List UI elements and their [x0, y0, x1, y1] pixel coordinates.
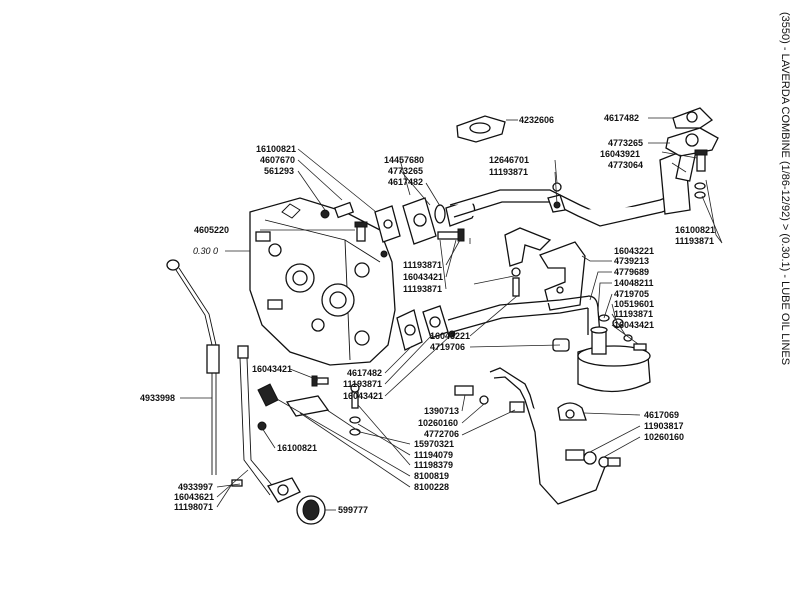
- label-4719705: 4719705: [614, 289, 649, 299]
- label-16100821-top: 16100821: [256, 144, 296, 154]
- label-4773265-right: 4773265: [608, 138, 643, 148]
- label-group-ref: 0.30 0: [193, 246, 218, 256]
- label-4773265-left: 4773265: [388, 166, 423, 176]
- label-10260160-right: 10260160: [644, 432, 684, 442]
- label-8100819: 8100819: [414, 471, 449, 481]
- label-4719706: 4719706: [430, 342, 465, 352]
- label-4607670: 4607670: [260, 155, 295, 165]
- label-15970321: 15970321: [414, 439, 454, 449]
- label-8100228: 8100228: [414, 482, 449, 492]
- clip-4617069: [557, 402, 587, 421]
- label-4739213: 4739213: [614, 256, 649, 266]
- nut-16100821-lower: [257, 421, 267, 431]
- clamp-15970321: [257, 383, 330, 417]
- label-11193871-mid2: 11193871: [403, 284, 442, 294]
- fitting-4605220: [354, 221, 368, 242]
- label-4605220: 4605220: [194, 225, 229, 235]
- label-16043921: 16043921: [600, 149, 640, 159]
- label-16043421-mid1: 16043421: [403, 272, 443, 282]
- flange-4617482-top: [672, 107, 714, 129]
- label-12646701: 12646701: [489, 155, 529, 165]
- part-labels: 4232606 4617482 4773265 16043921 4773064…: [140, 113, 715, 515]
- cover-4232606: [456, 115, 506, 143]
- flange-group-lower: [396, 305, 456, 351]
- leader-lines: [180, 117, 723, 511]
- label-16043221-mid: 16043221: [430, 331, 470, 341]
- bolt-16043421-mid: [311, 375, 329, 387]
- label-1390713: 1390713: [424, 406, 459, 416]
- label-14457680: 14457680: [384, 155, 424, 165]
- lower-oil-pipe-4772706: [454, 367, 607, 505]
- label-16100821-right: 16100821: [675, 225, 715, 235]
- middle-oil-pipe: [447, 295, 601, 336]
- label-4933997: 4933997: [178, 482, 213, 492]
- upper-oil-pipe: [449, 138, 699, 227]
- label-10519601: 10519601: [614, 299, 654, 309]
- label-11198071: 11198071: [174, 502, 213, 512]
- oil-strainer: [577, 326, 651, 393]
- union-fitting-lower: [565, 449, 621, 468]
- label-11194079: 11194079: [414, 450, 453, 460]
- flange-group-upper: [374, 197, 476, 245]
- label-4617482-top: 4617482: [604, 113, 639, 123]
- bolt-washer-stack: [349, 383, 361, 436]
- bolt-16043221: [511, 267, 521, 297]
- filter-599777: [296, 495, 326, 525]
- label-16043621: 16043621: [174, 492, 214, 502]
- label-14048211: 14048211: [614, 278, 654, 288]
- label-599777: 599777: [338, 505, 368, 515]
- gasket-4773265: [665, 127, 719, 157]
- label-16043221-right: 16043221: [614, 246, 654, 256]
- bolt-11193871-left: [437, 228, 465, 242]
- label-4617069: 4617069: [644, 410, 679, 420]
- label-16100821-lower: 16100821: [277, 443, 317, 453]
- label-4772706: 4772706: [424, 429, 459, 439]
- label-16043421-strainer: 16043421: [614, 320, 654, 330]
- label-561293: 561293: [264, 166, 294, 176]
- small-fittings-right: [598, 314, 647, 351]
- label-4773064: 4773064: [608, 160, 643, 170]
- label-11198379: 11198379: [414, 460, 453, 470]
- label-4617482-left: 4617482: [388, 177, 423, 187]
- fitting-561293: [320, 201, 355, 219]
- washers-right: [694, 182, 706, 199]
- label-11193871-strainer: 11193871: [614, 309, 653, 319]
- bracket-4739213: [504, 227, 586, 311]
- label-16043421-clamp: 16043421: [252, 364, 292, 374]
- label-16043421-lower: 16043421: [343, 391, 383, 401]
- vertical-title-text: (3550) - LAVERDA COMBINE (1/86-12/92) > …: [779, 12, 791, 365]
- dipstick-4933998: [166, 259, 220, 475]
- label-4617482-lower: 4617482: [347, 368, 382, 378]
- label-4933998: 4933998: [140, 393, 175, 403]
- label-11193871-right: 11193871: [675, 236, 714, 246]
- label-4779689: 4779689: [614, 267, 649, 277]
- label-11193871-top: 11193871: [489, 167, 528, 177]
- engine-block: [249, 197, 396, 366]
- bolt-16043921: [694, 149, 708, 172]
- label-11193871-mid1: 11193871: [403, 260, 442, 270]
- vertical-title: (3550) - LAVERDA COMBINE (1/86-12/92) > …: [779, 12, 791, 365]
- label-11193871-lower: 11193871: [343, 379, 382, 389]
- label-11903817: 11903817: [644, 421, 684, 431]
- label-10260160-left: 10260160: [418, 418, 458, 428]
- label-4232606: 4232606: [519, 115, 554, 125]
- dipstick-tube-4933997: [237, 345, 301, 503]
